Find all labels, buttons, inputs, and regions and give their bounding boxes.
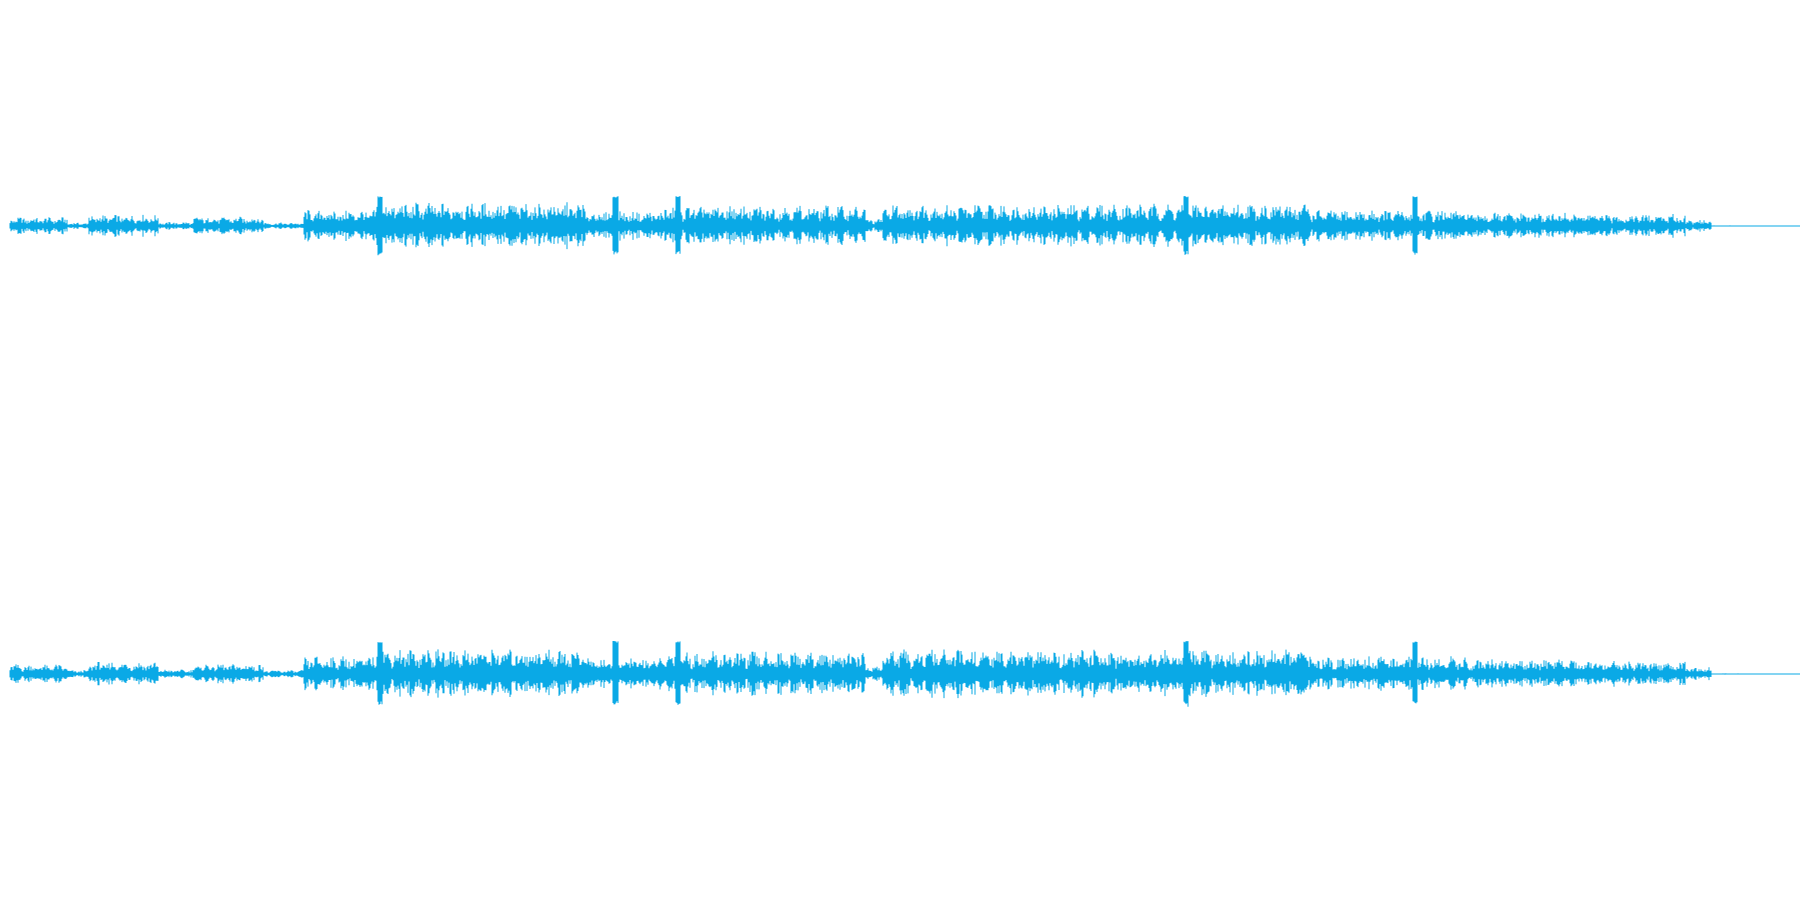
waveform-amplitude — [9, 641, 1755, 707]
waveform-channel-right — [9, 641, 1800, 707]
waveform-amplitude — [9, 196, 1755, 256]
waveform-channel-left — [9, 196, 1800, 256]
